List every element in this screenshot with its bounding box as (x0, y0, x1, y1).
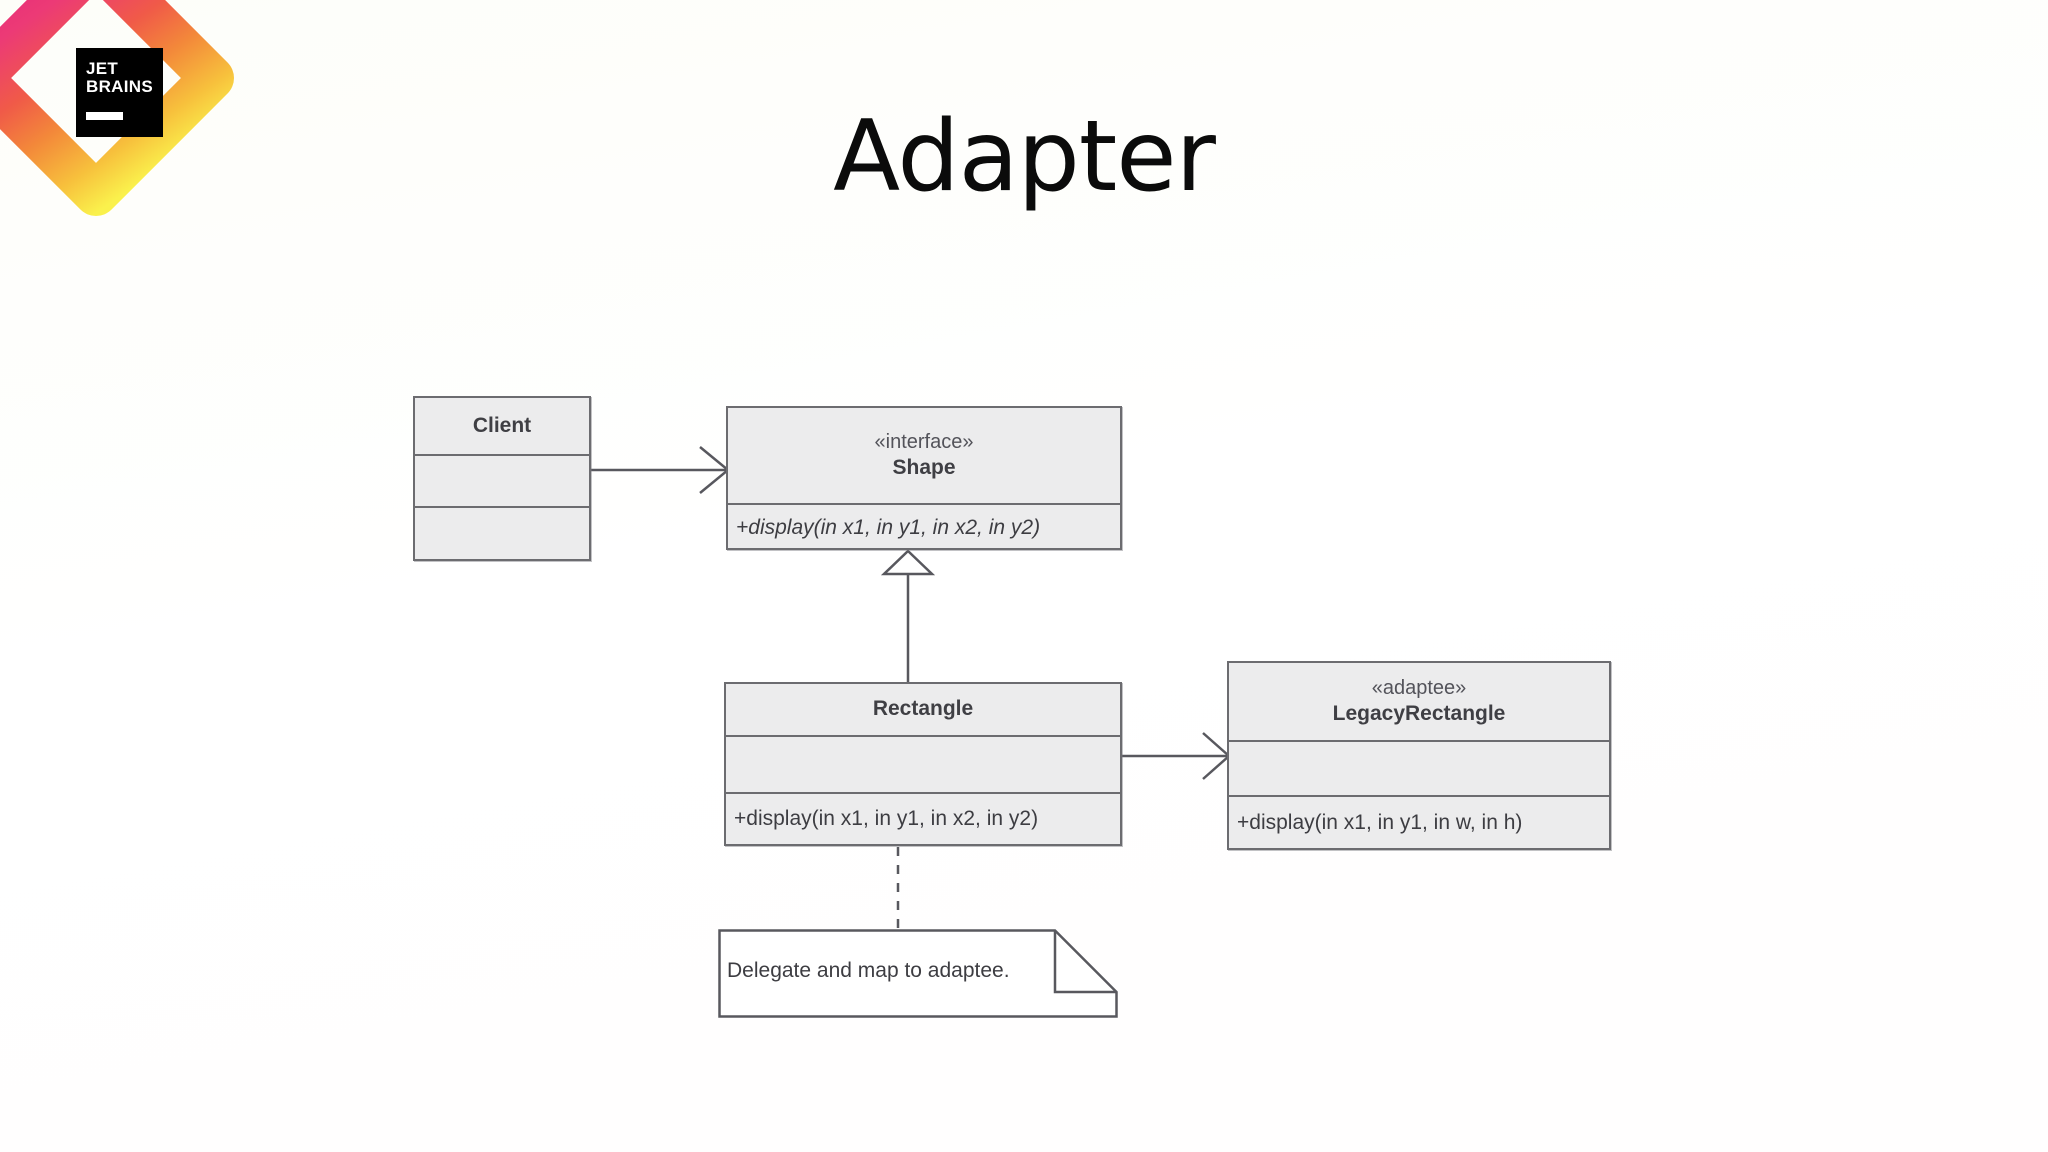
shape-classname: Shape (892, 455, 956, 479)
shape-operation-display: +display(in x1, in y1, in x2, in y2) (728, 503, 1120, 550)
shape-header: «interface» Shape (728, 408, 1120, 503)
uml-note-delegate[interactable]: Delegate and map to adaptee. (718, 929, 1118, 1018)
client-header: Client (415, 398, 589, 454)
legacyrectangle-stereotype: «adaptee» (1371, 676, 1467, 699)
logo-diamond-ring (0, 0, 234, 216)
jetbrains-logo: JET BRAINS (0, 0, 270, 265)
note-shape (718, 929, 1118, 1018)
logo-wordmark-box: JET BRAINS (76, 48, 163, 137)
uml-class-rectangle[interactable]: Rectangle +display(in x1, in y1, in x2, … (724, 682, 1122, 846)
logo-word-jet: JET (86, 59, 119, 78)
client-operations (415, 506, 589, 559)
relation-rectangle-to-legacyrectangle (1122, 732, 1231, 780)
rectangle-header: Rectangle (726, 684, 1120, 735)
logo-underbar (86, 112, 123, 120)
uml-class-legacyrectangle[interactable]: «adaptee» LegacyRectangle +display(in x1… (1227, 661, 1611, 850)
shape-stereotype: «interface» (874, 430, 974, 453)
legacyrectangle-classname: LegacyRectangle (1332, 701, 1506, 725)
uml-class-shape[interactable]: «interface» Shape +display(in x1, in y1,… (726, 406, 1122, 550)
page-title: Adapter (833, 100, 1216, 214)
relation-rectangle-to-shape (880, 549, 936, 682)
client-classname: Client (472, 413, 532, 437)
note-text: Delegate and map to adaptee. (727, 959, 1010, 982)
legacyrectangle-operation-display: +display(in x1, in y1, in w, in h) (1229, 795, 1609, 848)
jetbrains-logo-mark (0, 0, 234, 216)
note-folded-corner-icon (1053, 930, 1117, 994)
legacyrectangle-header: «adaptee» LegacyRectangle (1229, 663, 1609, 740)
rectangle-operation-display: +display(in x1, in y1, in x2, in y2) (726, 792, 1120, 844)
logo-word-brains: BRAINS (86, 77, 153, 96)
relation-client-to-shape (590, 446, 730, 494)
client-attributes (415, 454, 589, 506)
rectangle-attributes (726, 735, 1120, 792)
note-body (718, 929, 1118, 1018)
rectangle-classname: Rectangle (872, 697, 974, 721)
uml-class-client[interactable]: Client (413, 396, 591, 561)
legacyrectangle-attributes (1229, 740, 1609, 795)
